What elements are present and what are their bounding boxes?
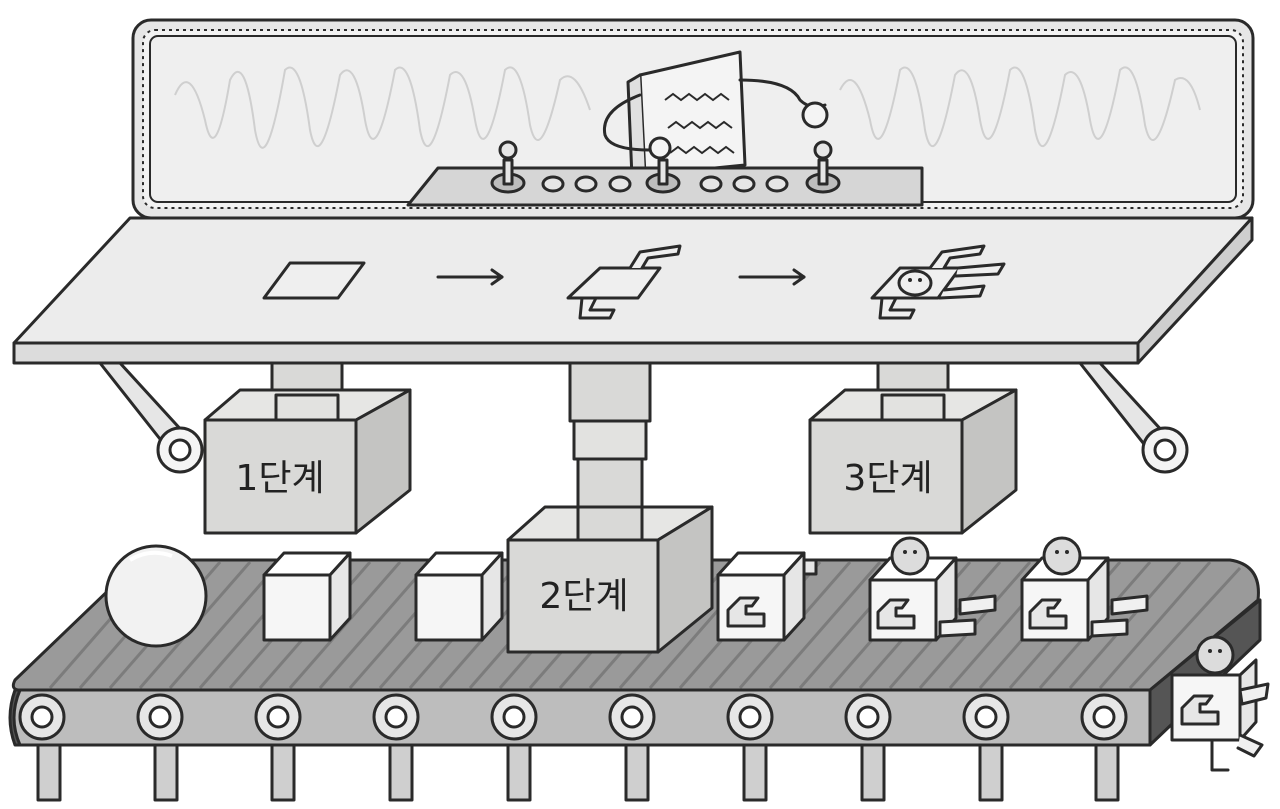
roller-icon <box>136 693 184 741</box>
stage-3-label: 3단계 <box>843 458 932 499</box>
screen-scribble-left <box>174 66 591 149</box>
finished-robot-walking <box>1170 635 1270 772</box>
roller-icon <box>490 693 538 741</box>
arrow-right-icon <box>436 268 504 286</box>
flat-square-icon <box>262 261 366 300</box>
assembled-robot <box>868 536 997 642</box>
roller-icon <box>608 693 656 741</box>
roller-icon <box>1080 693 1128 741</box>
operator-robot <box>602 50 829 180</box>
stage-3-press: 3단계 <box>808 361 1018 535</box>
work-table <box>12 216 1254 365</box>
belt-rollers <box>18 693 1128 741</box>
panel-buttons <box>541 175 789 193</box>
roller-icon <box>18 693 66 741</box>
control-panel <box>406 140 924 207</box>
raw-ball <box>104 544 208 648</box>
stage-1-label: 1단계 <box>235 458 324 499</box>
stage-2-label: 2단계 <box>539 576 628 617</box>
roller-icon <box>962 693 1010 741</box>
roller-icon <box>254 693 302 741</box>
stage-1-press: 1단계 <box>203 361 412 535</box>
lever-middle-icon <box>645 158 681 194</box>
partial-robot-body <box>716 551 818 642</box>
roller-icon <box>372 693 420 741</box>
table-bracket-right <box>1078 361 1189 474</box>
belt-legs <box>36 743 1120 802</box>
partial-robot-icon <box>566 244 682 320</box>
table-bracket-left <box>98 361 204 474</box>
full-robot-icon <box>870 244 1006 320</box>
assembled-robot <box>1020 536 1149 642</box>
raw-cube <box>262 551 352 642</box>
arrow-right-icon <box>738 268 806 286</box>
roller-icon <box>726 693 774 741</box>
lever-right-icon <box>805 140 841 194</box>
screen-scribble-right <box>839 66 1201 148</box>
raw-cube <box>414 551 504 642</box>
roller-icon <box>844 693 892 741</box>
stage-2-press: 2단계 <box>506 361 714 654</box>
control-screen <box>131 18 1255 220</box>
lever-left-icon <box>490 140 526 194</box>
